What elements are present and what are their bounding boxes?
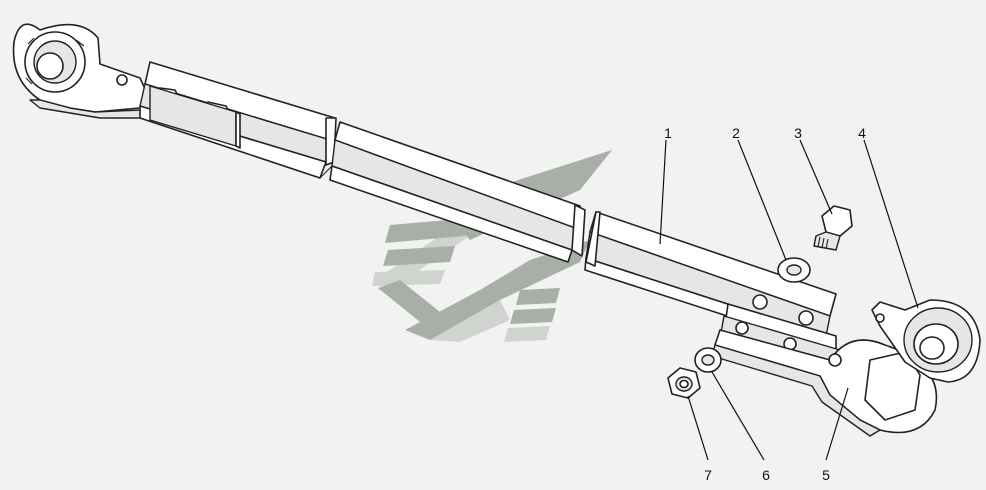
nut-7 [667,367,701,399]
callout-6: 6 [762,467,770,483]
callout-4: 4 [858,125,866,141]
washer-2 [777,257,811,283]
leader-5 [825,387,849,461]
spring-washer-6 [694,347,722,373]
callout-7: 7 [704,467,712,483]
left-clamp-plate [149,85,241,149]
leader-2 [737,139,787,261]
leader-6 [711,371,765,461]
leader-4 [863,139,919,309]
callout-labels: 1 2 3 4 5 6 7 [664,125,866,483]
callout-1: 1 [664,125,672,141]
leader-3 [799,139,833,215]
right-bearing-housing [871,299,981,383]
left-link-end [12,23,151,119]
bolt-3 [813,205,853,251]
middle-channel-section [329,121,586,263]
callout-5: 5 [822,467,830,483]
leader-1 [659,139,667,245]
leader-lines [659,139,919,461]
callout-3: 3 [794,125,802,141]
right-end-plate [711,329,938,437]
leader-7 [687,395,709,461]
callout-2: 2 [732,125,740,141]
